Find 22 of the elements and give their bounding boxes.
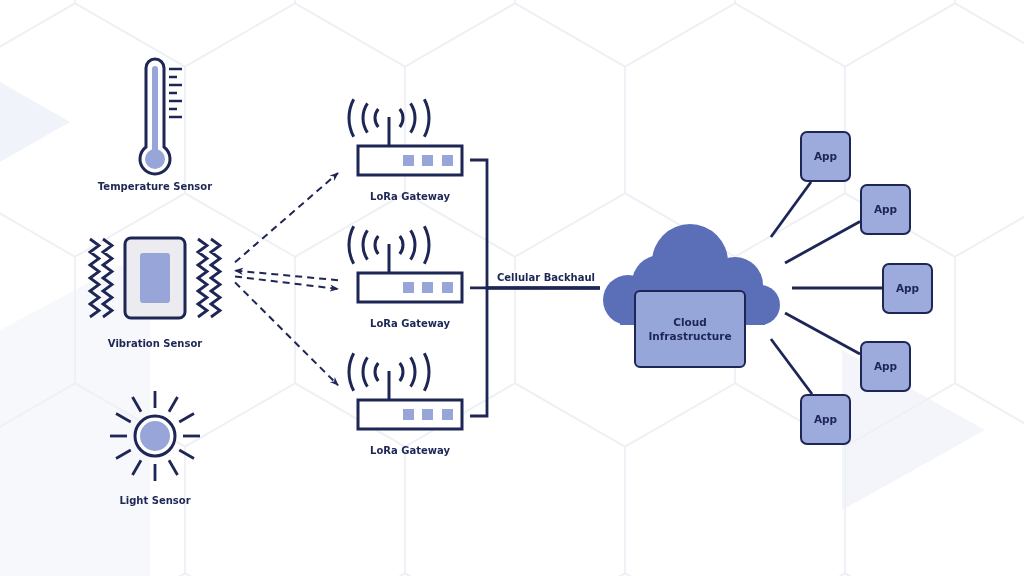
dashed-arrow	[234, 281, 339, 387]
connector-line	[784, 220, 861, 265]
app-tile: App	[800, 394, 851, 445]
dashed-arrow	[234, 267, 339, 282]
dashed-arrow	[234, 172, 339, 264]
gateway-label: LoRa Gateway	[369, 317, 451, 331]
sensor-label: Light Sensor	[118, 494, 192, 508]
connector-line	[769, 338, 814, 395]
dashed-arrow	[234, 275, 339, 292]
app-tile: App	[882, 263, 933, 314]
sensor-label: Vibration Sensor	[106, 337, 204, 351]
app-tile: App	[800, 131, 851, 182]
connector-line	[784, 311, 861, 356]
sensor-label: Temperature Sensor	[96, 180, 214, 194]
gateway-label: LoRa Gateway	[369, 444, 451, 458]
edge-label: Cellular Backhaul	[495, 270, 597, 284]
connector-line	[470, 286, 600, 418]
connector-line	[769, 181, 813, 238]
gateway-label: LoRa Gateway	[369, 190, 451, 204]
app-tile: App	[860, 184, 911, 235]
connector-line	[791, 286, 882, 290]
infrastructure-panel: Cloud Infrastructure	[634, 290, 746, 368]
